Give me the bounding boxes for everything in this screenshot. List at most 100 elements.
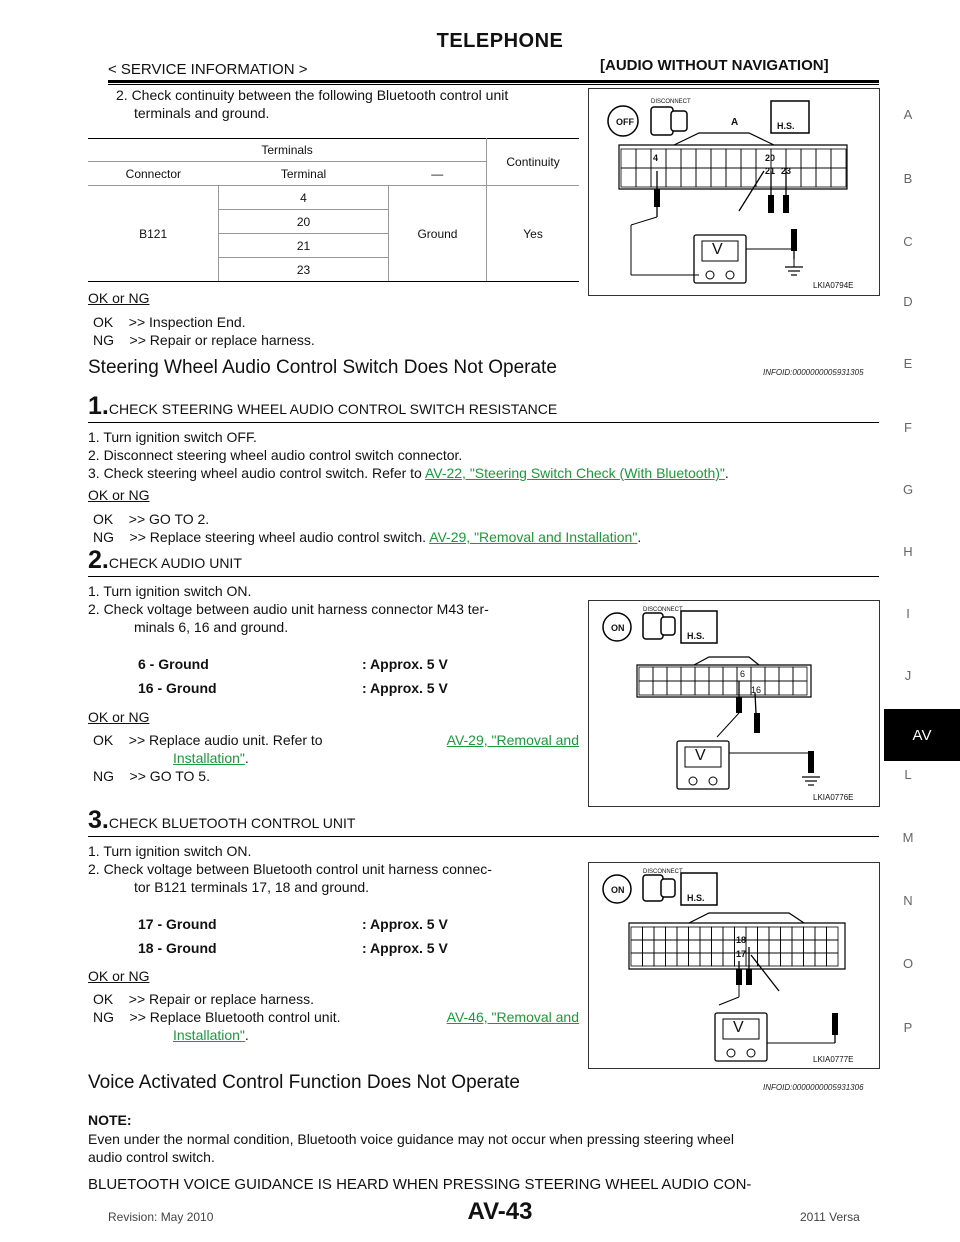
note-line2: audio control switch. xyxy=(88,1149,215,1165)
link-steering-switch-check[interactable]: AV-22, "Steering Switch Check (With Blue… xyxy=(424,465,725,481)
table-continuity-header: Continuity xyxy=(486,138,579,186)
fig3-pin-17: 17 xyxy=(736,949,747,959)
connector-cavity xyxy=(652,680,668,696)
step-3-line1: 1. Turn ignition switch ON. xyxy=(88,843,252,859)
section-heading-voice: Voice Activated Control Function Does No… xyxy=(88,1072,520,1093)
side-index-letter[interactable]: N xyxy=(903,893,913,908)
side-index-letter[interactable]: C xyxy=(903,234,913,249)
step-3-voltage-label-2: 18 - Ground xyxy=(138,940,217,956)
connector-cavity xyxy=(652,666,668,682)
side-index-letter[interactable]: J xyxy=(904,668,912,683)
connector-cavity xyxy=(745,926,758,941)
side-index-letter[interactable]: A xyxy=(903,107,913,122)
connector-cavity xyxy=(803,926,816,941)
step-3-ng-text: NG >> Replace Bluetooth control unit. xyxy=(93,1009,345,1025)
side-index-letter[interactable]: F xyxy=(904,420,912,435)
connector-cavity xyxy=(764,666,780,682)
connector-cavity xyxy=(708,680,724,696)
connector-cavity xyxy=(695,167,712,188)
connector-cavity xyxy=(725,167,742,188)
connector-cavity xyxy=(665,167,682,188)
step-3-ng: NG >> Replace Bluetooth control unit. AV… xyxy=(93,1008,579,1026)
side-index-letter[interactable]: E xyxy=(903,356,913,371)
side-index-letter[interactable]: P xyxy=(903,1020,913,1035)
connector-cavity xyxy=(620,167,637,188)
note-line1: Even under the normal condition, Bluetoo… xyxy=(88,1131,734,1147)
step-1-line3: 3. Check steering wheel audio control sw… xyxy=(88,464,729,482)
connector-cavity xyxy=(676,952,689,967)
table-col-connector: Connector xyxy=(88,161,219,186)
side-index-letter[interactable]: G xyxy=(902,482,914,497)
connector-cavity xyxy=(699,952,712,967)
intro-ok: OK >> Inspection End. xyxy=(93,314,246,330)
connector-cavity xyxy=(780,952,793,967)
step-1-ng: NG >> Replace steering wheel audio contr… xyxy=(93,528,641,546)
connector-cavity xyxy=(695,148,712,169)
side-index-letter[interactable]: D xyxy=(903,294,913,309)
side-index-letter[interactable]: I xyxy=(906,606,910,621)
link-installation-av46[interactable]: Installation" xyxy=(173,1027,245,1043)
step-title: CHECK BLUETOOTH CONTROL UNIT xyxy=(108,815,356,831)
connector-cavity xyxy=(830,167,847,188)
connector-cavity xyxy=(778,666,794,682)
side-index-letter[interactable]: B xyxy=(903,171,913,186)
connector-cavity xyxy=(740,167,757,188)
fig1-pin-21: 21 xyxy=(765,166,776,176)
connector-cavity xyxy=(722,666,738,682)
step-2-voltage-value-2: : Approx. 5 V xyxy=(362,680,448,696)
table-col-terminal: Terminal xyxy=(218,161,389,186)
step-title: CHECK AUDIO UNIT xyxy=(108,555,242,571)
connector-cavity xyxy=(688,939,701,954)
figure-bluetooth-voltage: DISCONNECT ON H.S. 18 17 V LKIA0777E xyxy=(588,862,880,1069)
connector-cavity xyxy=(814,939,827,954)
fig2-pin-16: 16 xyxy=(751,685,762,695)
connector-cavity xyxy=(815,167,832,188)
step-1-heading: 1.CHECK STEERING WHEEL AUDIO CONTROL SWI… xyxy=(88,392,557,421)
disconnect-icon xyxy=(602,874,676,904)
connector-cavity xyxy=(638,666,654,682)
step-3-ng-post: . xyxy=(244,1027,249,1043)
connector-cavity xyxy=(711,926,724,941)
link-removal-and[interactable]: AV-29, "Removal and xyxy=(446,732,579,748)
connector-cavity xyxy=(814,952,827,967)
connector-cavity xyxy=(666,680,682,696)
connector-cavity xyxy=(800,148,817,169)
connector-cavity xyxy=(665,939,678,954)
connector-cavity xyxy=(642,939,655,954)
connector-cavity xyxy=(791,939,804,954)
connector-cavity xyxy=(826,926,839,941)
fig1-meter-label: V xyxy=(712,241,723,258)
side-index-letter[interactable]: L xyxy=(904,767,912,782)
table-cell-terminal: 21 xyxy=(218,233,389,258)
step-1-ng-post: . xyxy=(637,529,642,545)
connector-cavity xyxy=(650,167,667,188)
side-index-letter[interactable]: M xyxy=(902,830,914,845)
link-removal-installation-av29[interactable]: AV-29, "Removal and Installation" xyxy=(429,529,638,545)
step-2-ok-cont: Installation". xyxy=(173,749,249,767)
connector-cavity xyxy=(642,952,655,967)
connector-cavity xyxy=(665,952,678,967)
side-index-active-tab[interactable]: AV xyxy=(884,709,960,761)
step-3-ok: OK >> Repair or replace harness. xyxy=(93,991,314,1007)
connector-cavity xyxy=(768,952,781,967)
step-2-voltage-label-1: 6 - Ground xyxy=(138,656,209,672)
side-index-letter[interactable]: O xyxy=(902,956,914,971)
step-3-voltage-value-1: : Approx. 5 V xyxy=(362,916,448,932)
side-index-letter[interactable]: H xyxy=(903,544,913,559)
section-infoid-steering: INFOID:0000000005931305 xyxy=(763,368,864,377)
connector-cavity xyxy=(750,666,766,682)
link-installation[interactable]: Installation" xyxy=(173,750,245,766)
step-3-line2a: 2. Check voltage between Bluetooth contr… xyxy=(88,861,492,877)
step-1-line3-post: . xyxy=(724,465,729,481)
connector-cavity xyxy=(653,952,666,967)
fig3-hs-label: H.S. xyxy=(687,893,705,903)
link-removal-and-av46[interactable]: AV-46, "Removal and xyxy=(446,1009,579,1025)
connector-cavity xyxy=(630,926,643,941)
connector-cavity xyxy=(792,680,808,696)
connector-cavity xyxy=(745,939,758,954)
fig3-pin-18: 18 xyxy=(736,935,747,945)
connector-cavity xyxy=(638,680,654,696)
disconnect-icon xyxy=(607,105,688,137)
figure-audio-unit-voltage: DISCONNECT ON H.S. 6 16 V LKIA0776E xyxy=(588,600,880,807)
fig2-meter-label: V xyxy=(695,747,706,764)
